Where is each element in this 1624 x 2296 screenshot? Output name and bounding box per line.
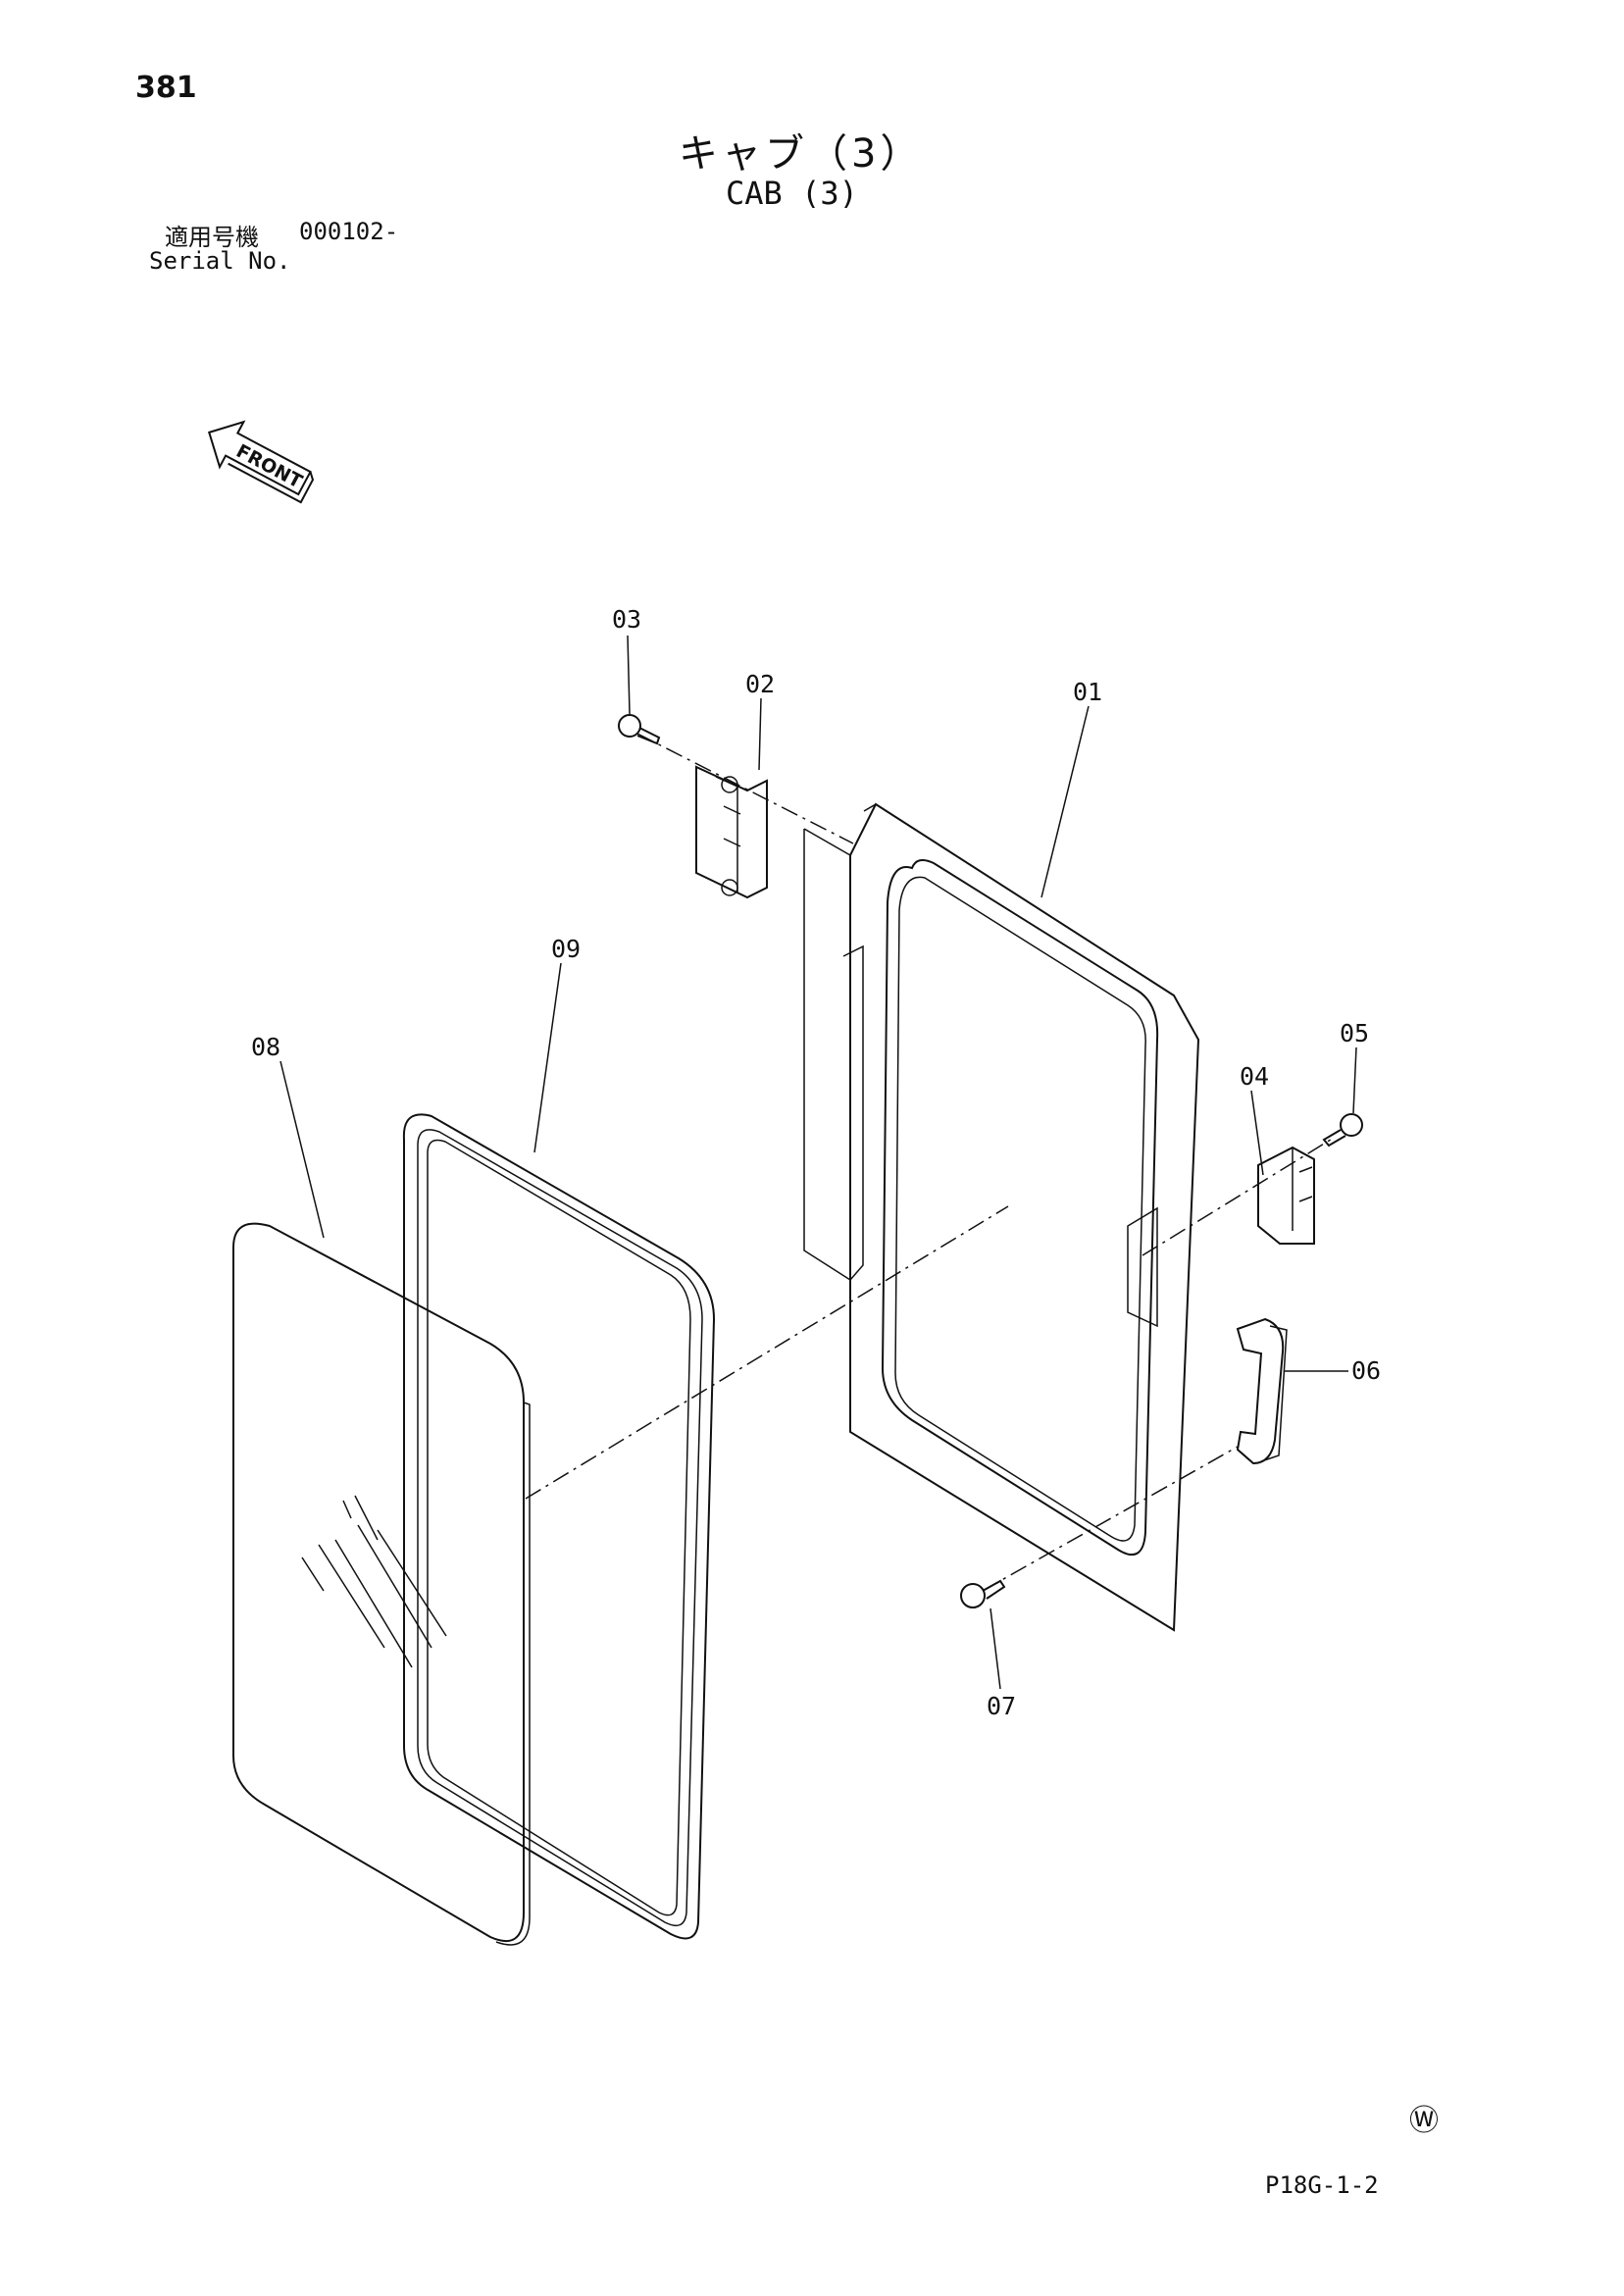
leader-02 (758, 697, 762, 771)
centerline-screw-05 (1142, 1137, 1335, 1256)
part-02-hinge (695, 765, 768, 899)
centerline-bolt-07 (982, 1446, 1239, 1592)
leader-01 (1040, 705, 1090, 898)
front-arrow-icon: FRONT (208, 420, 315, 504)
centerline-bolt-03 (636, 733, 854, 844)
serial-label-english: Serial No. (149, 247, 291, 275)
leader-07 (990, 1607, 1001, 1690)
callout-05: 05 (1340, 1019, 1369, 1047)
centerline-glass (525, 1205, 1009, 1500)
callout-03: 03 (612, 605, 641, 634)
part-06-grab-handle (1236, 1317, 1288, 1465)
page-title-japanese: キャブ（3） (679, 131, 924, 177)
footer-drawing-code: P18G-1-2 (1265, 2171, 1379, 2199)
leader-03 (627, 635, 631, 715)
part-03-bolt (618, 714, 661, 745)
leader-09 (533, 962, 562, 1153)
leader-08 (279, 1060, 325, 1239)
part-05-screw (1322, 1113, 1363, 1148)
leader-04 (1250, 1090, 1264, 1176)
part-08-window-glass (232, 1222, 531, 1946)
part-09-glass-seal (402, 1113, 716, 1940)
page-number: 381 (135, 71, 197, 105)
page-title-english: CAB (3) (726, 175, 858, 212)
callout-08: 08 (251, 1033, 280, 1061)
serial-label-japanese: 適用号機 (165, 224, 259, 251)
callout-02: 02 (745, 670, 775, 698)
part-04-latch-plate (1257, 1146, 1315, 1245)
callout-09: 09 (551, 935, 581, 963)
part-01-door-frame (803, 802, 1200, 1632)
callout-01: 01 (1073, 678, 1102, 706)
leader-05 (1352, 1046, 1357, 1114)
callout-06: 06 (1351, 1356, 1381, 1385)
callout-04: 04 (1240, 1062, 1269, 1091)
serial-number-value: 000102- (299, 218, 399, 245)
circled-w-mark: Ⓦ (1409, 2104, 1439, 2138)
part-07-bolt (960, 1579, 1006, 1608)
callout-07: 07 (987, 1692, 1016, 1720)
